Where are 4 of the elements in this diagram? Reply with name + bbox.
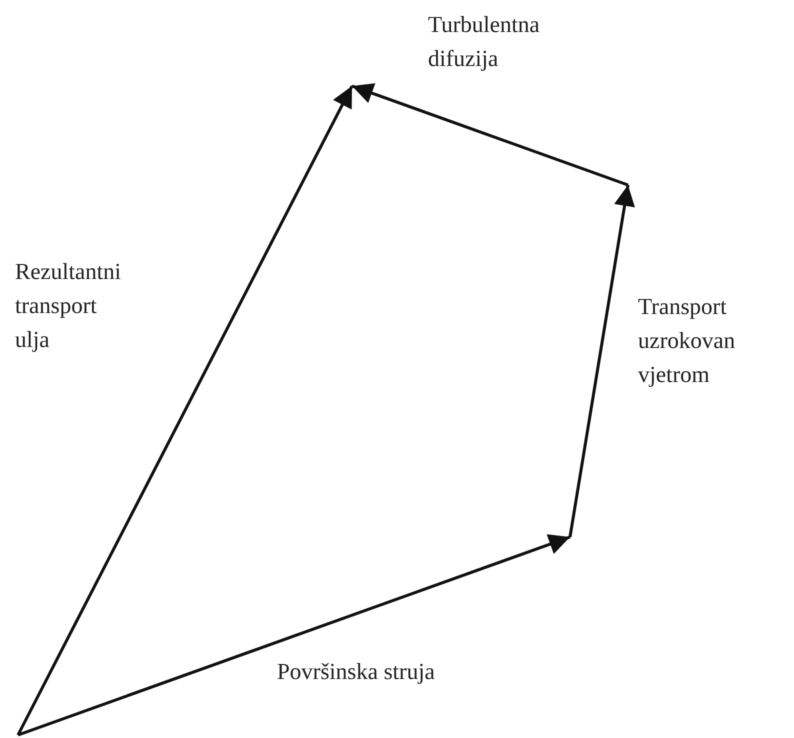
vector-label: Rezultantni transport ulja	[15, 258, 122, 354]
vector-label: Površinska struja	[277, 658, 435, 686]
vector-label: Turbulentna difuzija	[428, 11, 541, 73]
vector-label: Transport uzrokovan vjetrom	[638, 293, 736, 389]
